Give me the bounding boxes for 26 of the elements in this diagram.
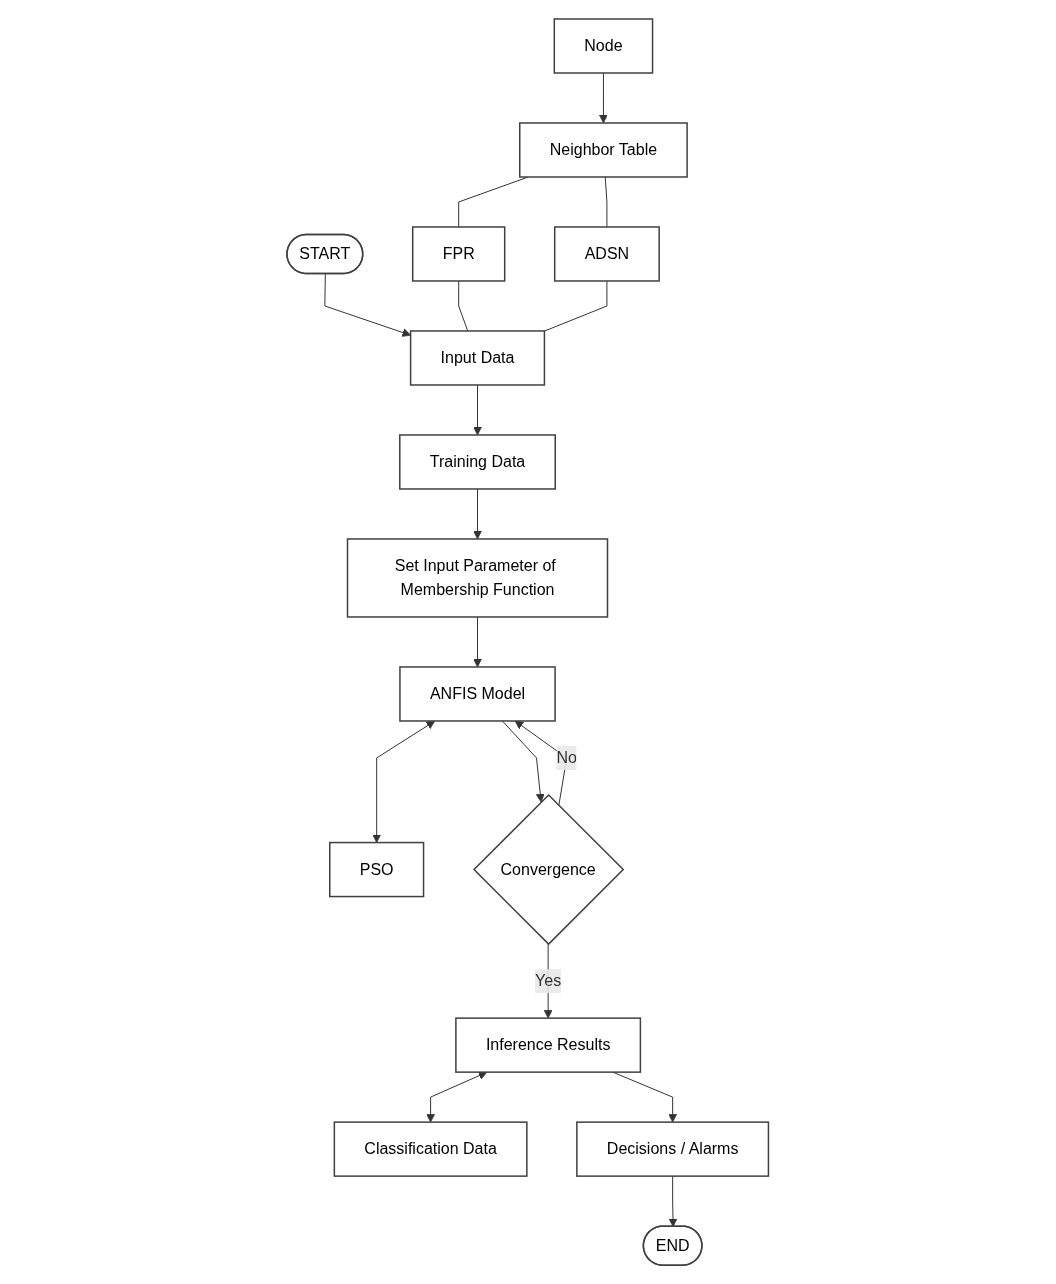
connector — [544, 280, 608, 332]
node-box: Inference Results — [455, 1017, 642, 1073]
node-box: Decisions / Alarms — [576, 1121, 770, 1177]
arrow — [502, 720, 545, 803]
edge-label: Yes — [535, 972, 562, 990]
connector — [605, 176, 608, 228]
arrow — [599, 72, 609, 124]
node-box: PSO — [329, 841, 425, 898]
node-box: ANFIS Model — [399, 666, 557, 722]
edge-label: No — [556, 748, 578, 766]
node-box: FPR — [412, 226, 506, 282]
arrow — [473, 488, 483, 540]
node-diamond: Convergence — [473, 793, 625, 946]
arrow — [473, 384, 483, 436]
node-box: Neighbor Table — [519, 122, 689, 178]
arrow — [668, 1175, 678, 1227]
connector — [458, 280, 469, 332]
arrow — [426, 1071, 488, 1123]
node-box: Training Data — [399, 434, 557, 490]
node-box: Node — [553, 18, 654, 74]
node-box: Set Input Parameter of Membership Function — [347, 538, 609, 618]
node-box: Classification Data — [333, 1121, 528, 1177]
arrow — [473, 616, 483, 668]
node-box: Input Data — [410, 330, 546, 386]
node-box: ADSN — [554, 226, 661, 282]
arrow — [372, 720, 436, 843]
